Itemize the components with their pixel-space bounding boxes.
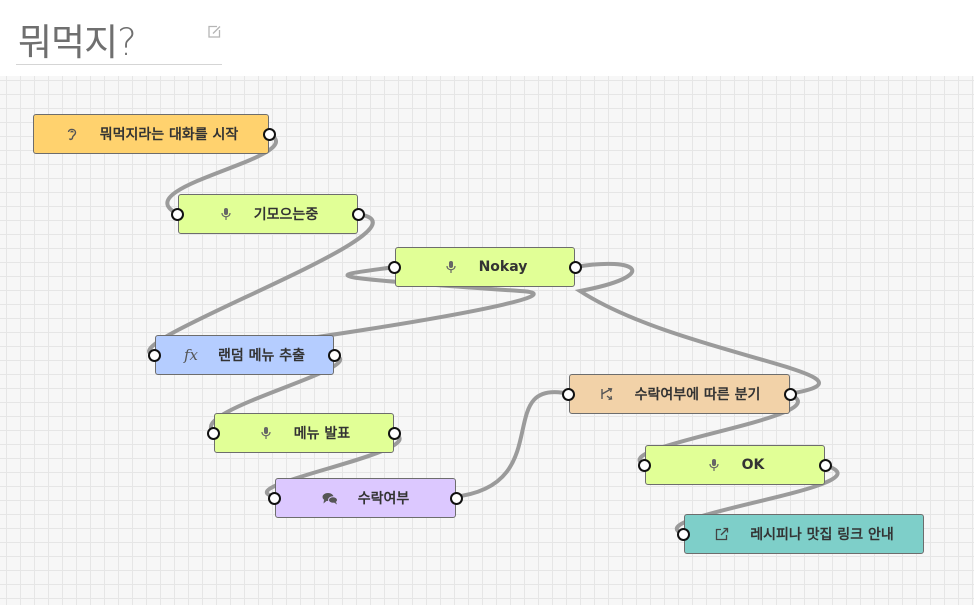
input-port[interactable]	[562, 387, 575, 401]
edit-icon[interactable]	[206, 24, 222, 40]
page-title: 뭐먹지?	[18, 21, 137, 64]
wire-mood-random	[147, 212, 375, 357]
microphone-icon	[218, 206, 234, 222]
node-label: 레시피나 맛집 링크 안내	[750, 527, 894, 543]
flow-canvas[interactable]: 뭐먹지라는 대화를 시작 기모으는중 Nokay f	[0, 76, 974, 605]
branch-icon	[599, 386, 615, 402]
node-label: 랜덤 메뉴 추출	[217, 348, 306, 364]
node-label: Nokay	[478, 259, 528, 275]
connection-wires	[147, 131, 840, 536]
node-label: 수락여부	[357, 491, 410, 507]
node-start[interactable]: 뭐먹지라는 대화를 시작	[33, 114, 276, 154]
input-port[interactable]	[388, 260, 401, 274]
input-port[interactable]	[638, 458, 651, 472]
output-port[interactable]	[328, 348, 341, 362]
output-port[interactable]	[819, 458, 832, 472]
external-link-icon	[714, 526, 730, 542]
node-random-menu[interactable]: fx 랜덤 메뉴 추출	[148, 335, 341, 375]
wire-random-announce	[209, 353, 343, 435]
input-port[interactable]	[268, 491, 281, 505]
microphone-icon	[706, 457, 722, 473]
input-port[interactable]	[171, 207, 184, 221]
ear-icon	[64, 126, 80, 142]
node-branch[interactable]: 수락여부에 따른 분기	[562, 374, 797, 414]
node-label: 기모으는중	[253, 207, 319, 223]
wire-branch-nokay	[573, 261, 821, 396]
wire-start-mood	[165, 131, 278, 216]
wire-accept-branch	[451, 390, 572, 499]
input-port[interactable]	[148, 348, 161, 362]
node-announce[interactable]: 메뉴 발표	[207, 413, 401, 453]
output-port[interactable]	[569, 260, 582, 274]
microphone-icon	[258, 425, 274, 441]
node-label: OK	[741, 457, 765, 473]
node-ok[interactable]: OK	[638, 445, 832, 485]
title-area: 뭐먹지?	[16, 0, 222, 65]
output-port[interactable]	[450, 491, 463, 505]
node-label: 수락여부에 따른 분기	[634, 387, 761, 403]
node-mood[interactable]: 기모으는중	[171, 194, 365, 234]
wire-branch-ok	[637, 392, 800, 467]
node-label: 메뉴 발표	[293, 426, 351, 442]
input-port[interactable]	[677, 527, 690, 541]
output-port[interactable]	[388, 426, 401, 440]
wire-announce-accept	[264, 431, 402, 499]
input-port[interactable]	[207, 426, 220, 440]
function-icon: fx	[183, 346, 198, 364]
output-port[interactable]	[784, 387, 797, 401]
wire-ok-link	[674, 463, 840, 536]
node-label: 뭐먹지라는 대화를 시작	[99, 127, 239, 143]
microphone-icon	[443, 259, 459, 275]
chat-bubbles-icon	[322, 490, 338, 506]
node-accept[interactable]: 수락여부	[268, 478, 463, 518]
node-link[interactable]: 레시피나 맛집 링크 안내	[677, 514, 924, 554]
output-port[interactable]	[263, 127, 276, 141]
node-nokay[interactable]: Nokay	[388, 247, 582, 287]
output-port[interactable]	[352, 207, 365, 221]
